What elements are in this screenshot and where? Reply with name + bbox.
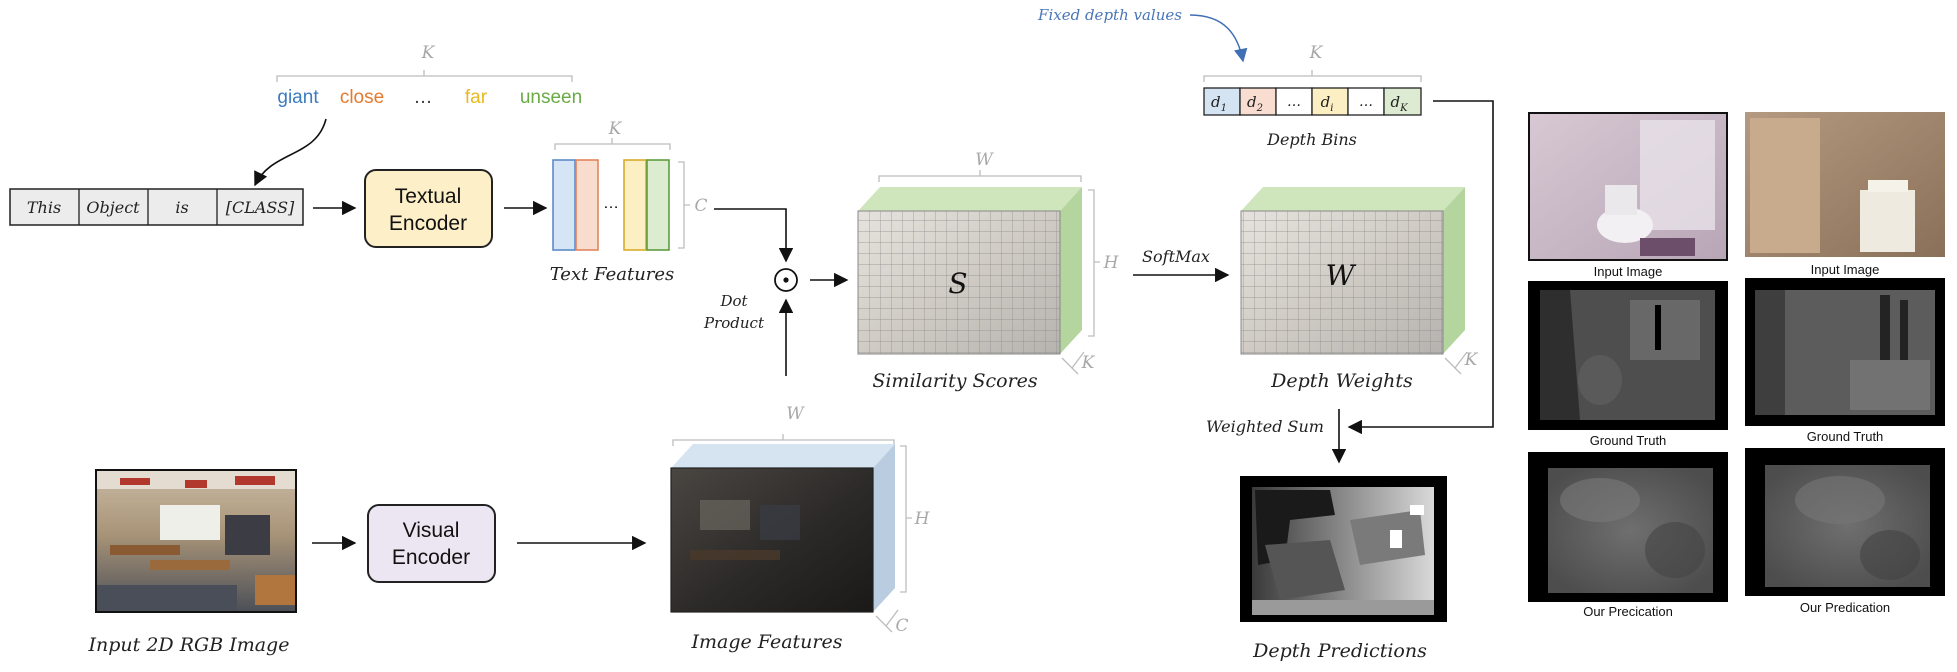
k-brace-depth-bins bbox=[1203, 70, 1422, 82]
c-label-image-features: C bbox=[895, 616, 908, 636]
h-label-image-features: H bbox=[914, 509, 931, 529]
caption-ground-truth-1: Ground Truth bbox=[1590, 433, 1667, 448]
class-giant: giant bbox=[277, 87, 319, 108]
weighted-sum-label: Weighted Sum bbox=[1206, 417, 1324, 436]
example-prediction-2 bbox=[1745, 448, 1945, 596]
input-rgb-image bbox=[95, 469, 297, 613]
similarity-scores-cube: S bbox=[857, 187, 1082, 355]
c-brace-image-features bbox=[875, 609, 899, 633]
example-ground-truth-2 bbox=[1745, 278, 1945, 426]
k-label-text-features: K bbox=[608, 119, 623, 139]
example-input-image-1 bbox=[1528, 112, 1728, 261]
w-brace-similarity bbox=[878, 170, 1082, 182]
depth-prediction-image bbox=[1240, 476, 1447, 622]
token-this: This bbox=[27, 198, 61, 217]
dot-product-center bbox=[783, 277, 789, 283]
svg-text:di: di bbox=[1321, 93, 1334, 114]
c-label-text-features: C bbox=[694, 196, 707, 216]
text-features: … bbox=[552, 159, 670, 251]
bin-1-sub: 1 bbox=[1221, 103, 1227, 114]
k-brace-text-features bbox=[554, 138, 671, 150]
k-label-weights: K bbox=[1464, 350, 1479, 370]
visual-encoder-line1: Visual bbox=[403, 519, 460, 542]
depth-bins: d1 d2 … di … dK bbox=[1203, 87, 1422, 116]
class-list: giant close … far unseen bbox=[277, 87, 582, 108]
example-input-image-2 bbox=[1745, 112, 1945, 257]
example-prediction-1 bbox=[1528, 452, 1728, 602]
depth-predictions-label: Depth Predictions bbox=[1252, 640, 1427, 662]
fixed-depth-arrow bbox=[1189, 14, 1248, 63]
bin-1-base: d bbox=[1211, 93, 1221, 111]
caption-input-image-1: Input Image bbox=[1594, 264, 1663, 279]
h-brace-image-features bbox=[900, 445, 912, 593]
image-features-label: Image Features bbox=[691, 631, 843, 653]
class-close: close bbox=[340, 87, 384, 108]
caption-ground-truth-2: Ground Truth bbox=[1807, 429, 1884, 444]
caption-prediction-2: Our Predication bbox=[1800, 600, 1890, 615]
bin-2-base: d bbox=[1247, 93, 1257, 111]
weights-symbol: W bbox=[1326, 259, 1357, 292]
dot-product-line2: Product bbox=[703, 314, 765, 332]
class-far: far bbox=[465, 87, 488, 108]
textual-encoder-line2: Encoder bbox=[389, 212, 467, 235]
c-brace-text-features bbox=[678, 161, 690, 249]
caption-prediction-1: Our Precication bbox=[1583, 604, 1673, 619]
token-class: [CLASS] bbox=[226, 198, 295, 217]
caption-input-image-2: Input Image bbox=[1811, 262, 1880, 277]
bin-k-sub: K bbox=[1399, 103, 1408, 114]
text-features-label: Text Features bbox=[550, 264, 675, 285]
k-brace-weights bbox=[1444, 351, 1468, 375]
arrow-text-to-dot bbox=[714, 208, 794, 263]
arrow-bins-to-weighted-sum bbox=[1347, 100, 1494, 435]
w-brace-image-features bbox=[672, 434, 895, 446]
k-label-classes: K bbox=[421, 43, 436, 63]
bin-ellipsis-2: … bbox=[1359, 94, 1373, 110]
bin-2-sub: 2 bbox=[1256, 103, 1263, 114]
svg-text:d1: d1 bbox=[1211, 93, 1227, 114]
depth-weights-label: Depth Weights bbox=[1270, 370, 1413, 392]
token-is: is bbox=[175, 198, 188, 217]
similarity-symbol: S bbox=[948, 267, 967, 300]
softmax-label: SoftMax bbox=[1142, 247, 1210, 266]
dot-product-line1: Dot bbox=[719, 292, 748, 310]
bin-ellipsis-1: … bbox=[1287, 94, 1301, 110]
similarity-scores-label: Similarity Scores bbox=[872, 370, 1038, 392]
textual-encoder-line1: Textual bbox=[395, 185, 462, 208]
k-brace-similarity bbox=[1061, 351, 1085, 375]
fixed-depth-values-label: Fixed depth values bbox=[1037, 6, 1182, 24]
w-label-image-features: W bbox=[786, 404, 805, 424]
bin-k-base: d bbox=[1390, 93, 1400, 111]
svg-text:d2: d2 bbox=[1247, 93, 1263, 114]
h-brace-similarity bbox=[1088, 189, 1100, 337]
bin-i-base: d bbox=[1321, 93, 1331, 111]
class-insert-arrow bbox=[254, 118, 327, 187]
prompt-template: This Object is [CLASS] bbox=[9, 188, 304, 226]
visual-encoder-box bbox=[367, 504, 496, 583]
depth-bins-label: Depth Bins bbox=[1266, 130, 1357, 149]
k-label-depth-bins: K bbox=[1309, 43, 1324, 63]
w-label-similarity: W bbox=[975, 150, 994, 170]
text-features-ellipsis: … bbox=[603, 195, 619, 212]
k-brace-classes bbox=[276, 70, 573, 82]
example-ground-truth-1 bbox=[1528, 281, 1728, 430]
token-object: Object bbox=[86, 198, 140, 217]
image-features-cube bbox=[670, 444, 895, 613]
class-unseen: unseen bbox=[520, 87, 582, 108]
k-label-similarity: K bbox=[1081, 353, 1096, 373]
textual-encoder-box bbox=[364, 169, 493, 248]
h-label-similarity: H bbox=[1103, 253, 1120, 273]
input-image-label: Input 2D RGB Image bbox=[88, 634, 290, 656]
depth-weights-cube: W bbox=[1240, 187, 1465, 355]
class-ellipsis: … bbox=[414, 87, 433, 108]
visual-encoder-line2: Encoder bbox=[392, 546, 470, 569]
bin-i-sub: i bbox=[1330, 103, 1333, 114]
svg-text:dK: dK bbox=[1390, 93, 1408, 114]
